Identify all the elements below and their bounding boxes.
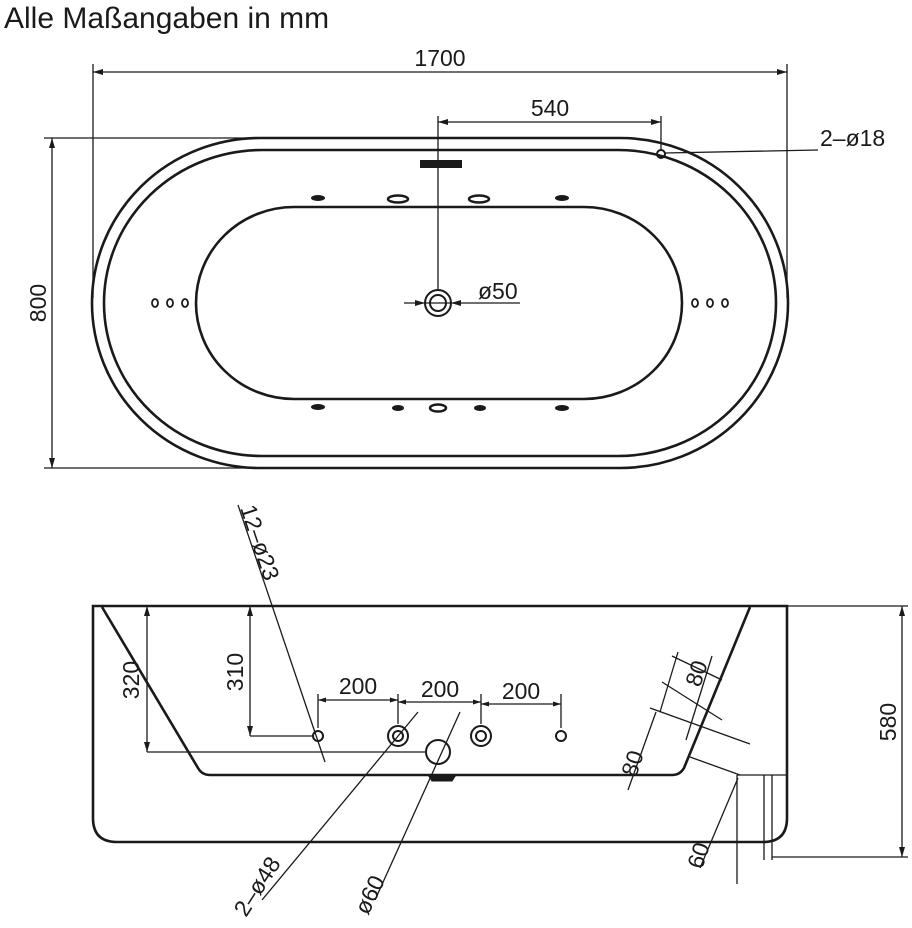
dim-800-label: 800	[25, 284, 51, 322]
drain-hole-leader	[374, 711, 461, 901]
side-dim-ext-3	[689, 756, 741, 776]
dim-200-arrow-3b	[553, 701, 561, 707]
jet-left-3	[181, 298, 189, 308]
dim-580-arrow-top	[899, 606, 905, 616]
tap-hole-leader	[664, 149, 819, 154]
side-dim-line-80a	[659, 651, 679, 713]
drain-dim-arrow-left	[415, 300, 425, 306]
jet-bottom-5	[555, 405, 569, 411]
side-dim-ext-1	[661, 681, 723, 721]
dim-310-arrow-top	[247, 606, 253, 616]
jet-bottom-4	[474, 405, 486, 411]
dim-1700-label: 1700	[414, 45, 465, 71]
tub-outer-outline	[90, 136, 790, 470]
jet-right-3	[721, 298, 729, 308]
side-large-hole-2-outer	[470, 725, 492, 747]
large-holes-leader	[261, 711, 419, 901]
side-dim-line-80c	[627, 711, 657, 791]
side-dim-line-60	[699, 777, 739, 869]
side-body-outline	[91, 604, 789, 844]
dim-580-label: 580	[875, 703, 901, 741]
side-dim-ext-2	[649, 707, 751, 745]
dim-1700-arrow-left	[93, 69, 103, 75]
dim-580-arrow-bottom	[899, 847, 905, 857]
jet-right-2	[706, 298, 714, 308]
jet-bottom-1	[311, 404, 325, 410]
side-large-hole-1-outer	[387, 725, 409, 747]
dim-200-arrow-2b	[473, 699, 481, 705]
side-drain-outlet	[427, 774, 457, 782]
dim-800-arrow-bottom	[49, 458, 55, 468]
side-large-hole-2-inner	[475, 730, 487, 742]
large-holes-label: 2–ø48	[228, 852, 285, 921]
dim-200-arrow-2a	[398, 699, 406, 705]
dim-800-arrow-top	[49, 138, 55, 148]
jet-holes-label: 12–ø23	[235, 501, 284, 583]
side-drain-hole	[425, 739, 451, 765]
dim-540-label: 540	[531, 95, 569, 121]
side-dim-ext-4	[671, 655, 723, 681]
jet-bottom-2	[392, 405, 404, 411]
jet-top-3	[467, 194, 491, 204]
dim-540-arrow-right	[651, 119, 661, 125]
tap-hole-label: 2–ø18	[820, 125, 885, 151]
dim-200-label-1: 200	[339, 673, 377, 699]
drain-hole-label: ø60	[349, 871, 390, 918]
jet-left-1	[151, 298, 159, 308]
top-view: 1700 540 2–ø18 800 ø50	[25, 45, 885, 470]
dim-310-label: 310	[222, 653, 248, 691]
jet-right-1	[691, 298, 699, 308]
side-view: 12–ø23 320 310 200 200 200 2–ø48	[91, 501, 908, 921]
dim-320-label: 320	[118, 661, 144, 699]
dim-200-arrow-1a	[318, 697, 326, 703]
jet-top-2	[386, 194, 410, 204]
side-jet-hole-2	[555, 730, 567, 742]
tub-rim-outline	[102, 148, 778, 458]
side-dim-line-80b	[685, 655, 713, 741]
side-large-hole-1-inner	[392, 730, 404, 742]
drawing-caption: Alle Maßangaben in mm	[4, 2, 330, 35]
dim-200-label-2: 200	[421, 676, 459, 702]
dim-310-arrow-bottom	[247, 726, 253, 736]
dim-1700-arrow-right	[777, 69, 787, 75]
jet-bottom-3	[428, 403, 448, 413]
drain-dim-arrow-right	[451, 300, 461, 306]
dim-540-arrow-left	[438, 119, 448, 125]
jet-left-2	[166, 298, 174, 308]
jet-top-1	[311, 195, 325, 201]
drain-label: ø50	[478, 278, 518, 304]
dim-200-arrow-1b	[390, 697, 398, 703]
tub-basin-outline	[194, 205, 684, 401]
dim-200-label-3: 200	[502, 678, 540, 704]
overflow-slot	[420, 160, 462, 168]
dim-320-arrow-top	[144, 606, 150, 616]
jet-holes-leader	[237, 504, 326, 763]
dim-320-arrow-bottom	[144, 742, 150, 752]
jet-top-4	[555, 195, 569, 201]
dim-200-arrow-3a	[481, 701, 489, 707]
